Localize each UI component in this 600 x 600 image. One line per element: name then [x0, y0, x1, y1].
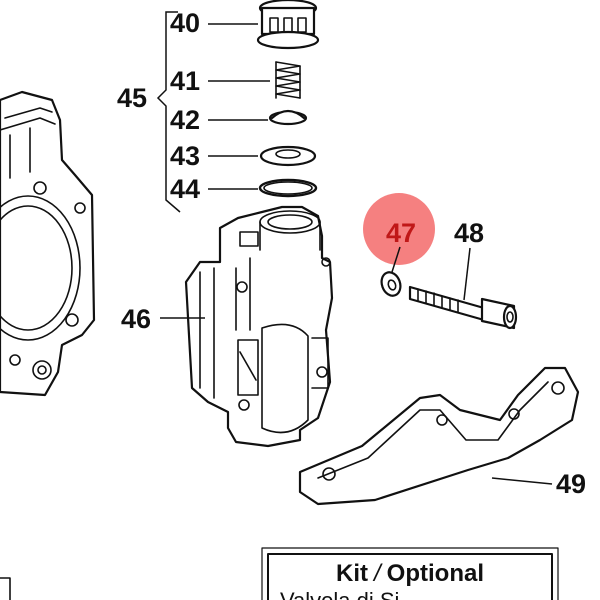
label-47: 47	[386, 218, 416, 248]
kit-title-separator: /	[372, 560, 383, 587]
leader-47	[391, 246, 401, 273]
label-42: 42	[170, 105, 200, 135]
label-40: 40	[170, 8, 200, 38]
leader-48	[463, 247, 471, 301]
part-46-valve-body	[184, 205, 334, 448]
part-47-washer	[380, 271, 402, 297]
kit-subtitle: Valvola di Si	[280, 588, 399, 600]
part-41-spring	[275, 61, 301, 99]
part-48-screw	[408, 285, 518, 330]
highlight-marker-47	[363, 193, 435, 265]
label-45: 45	[117, 83, 147, 113]
part-44-o-ring	[258, 178, 318, 198]
kit-title-main: Kit	[336, 560, 368, 587]
label-48: 48	[454, 218, 484, 248]
leader-49	[491, 477, 553, 485]
kit-title: Kit/Optional	[336, 560, 484, 587]
label-43: 43	[170, 141, 200, 171]
bracket-45	[156, 11, 181, 213]
pump-housing-left	[0, 90, 96, 397]
label-46: 46	[121, 304, 151, 334]
corner-frame-mark	[0, 577, 11, 600]
kit-title-optional: Optional	[387, 560, 484, 587]
part-42-valve-disc	[268, 109, 308, 126]
part-40-valve-cage	[256, 0, 320, 50]
label-49: 49	[556, 469, 586, 499]
kit-box	[261, 547, 559, 600]
label-41: 41	[170, 66, 200, 96]
label-44: 44	[170, 174, 200, 204]
part-43-seat-washer	[259, 145, 317, 167]
part-49-bracket	[298, 366, 580, 506]
